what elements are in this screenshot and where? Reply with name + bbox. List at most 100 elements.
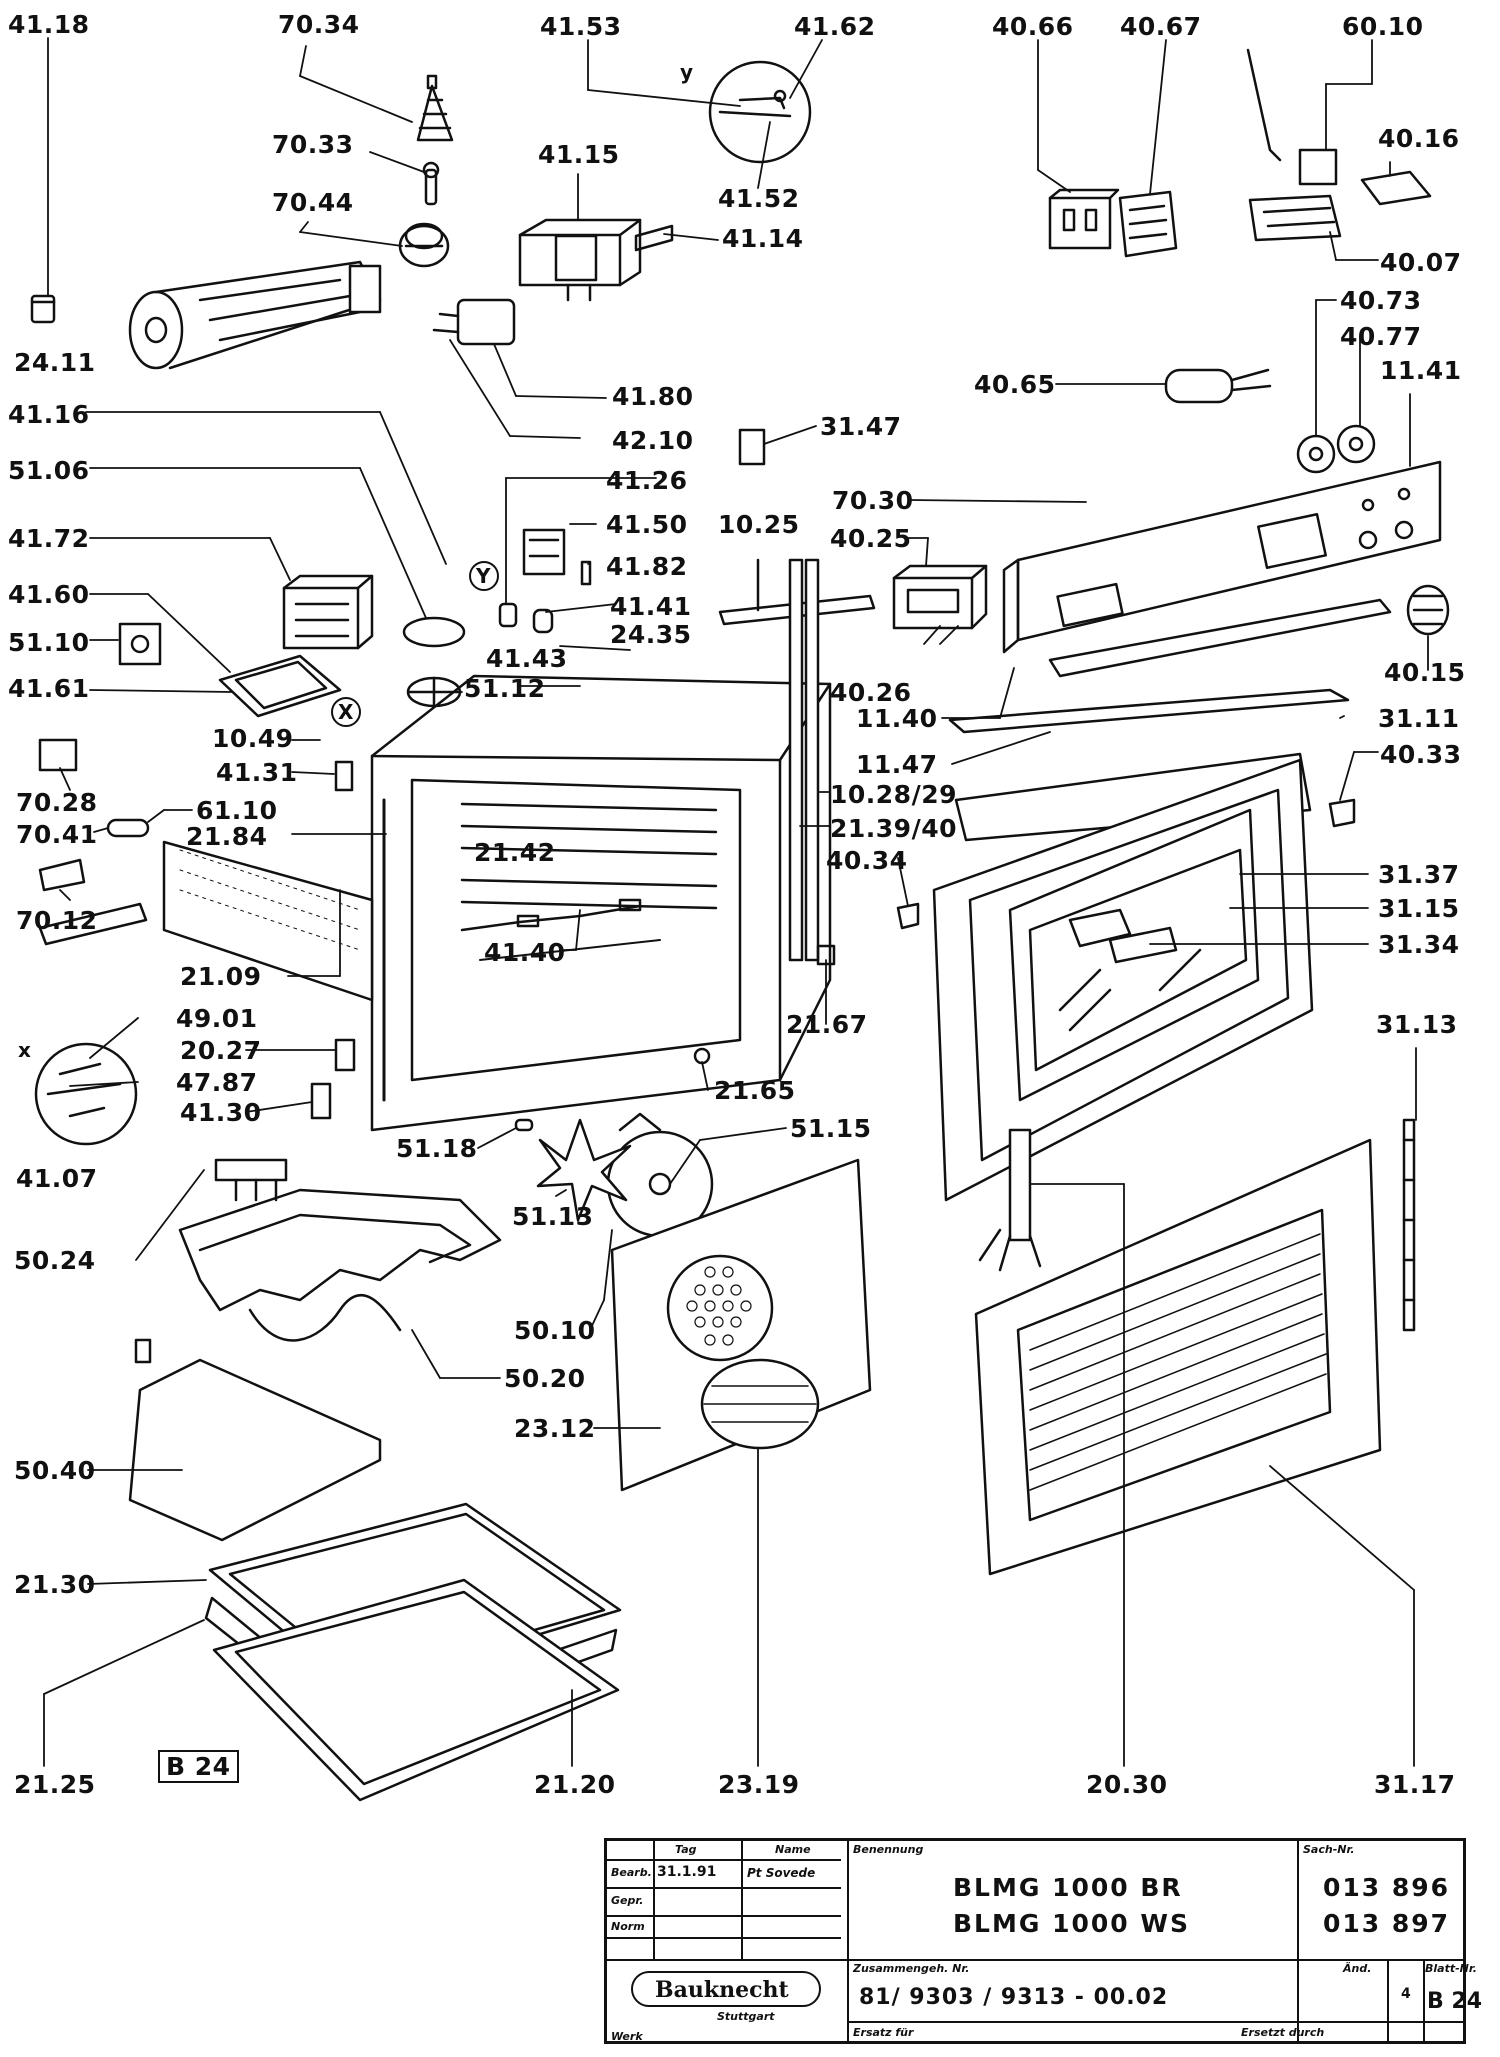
callout-70-33: 70.33 bbox=[272, 130, 354, 159]
oven-door bbox=[932, 758, 1314, 1202]
part-10-28-29 bbox=[788, 558, 820, 962]
marker-x-circle: X bbox=[338, 700, 354, 724]
drawn-name: Pt Sovede bbox=[747, 1866, 816, 1880]
callout-11-41: 11.41 bbox=[1380, 356, 1462, 385]
part-51-13 bbox=[536, 1118, 632, 1222]
part-21-09 bbox=[162, 840, 374, 1002]
callout-41-40: 41.40 bbox=[484, 938, 566, 967]
callout-21-30: 21.30 bbox=[14, 1570, 96, 1599]
part-70-12 bbox=[38, 902, 148, 946]
brand-city: Stuttgart bbox=[717, 2010, 775, 2023]
part-40-65 bbox=[1164, 368, 1272, 404]
ersatz-label: Ersatz für bbox=[853, 2026, 914, 2039]
part-41-50 bbox=[522, 528, 566, 576]
callout-41-53: 41.53 bbox=[540, 12, 622, 41]
model-br: BLMG 1000 BR bbox=[953, 1873, 1183, 1902]
oven-cavity bbox=[370, 674, 832, 1132]
part-51-15 bbox=[606, 1112, 714, 1238]
callout-23-19: 23.19 bbox=[718, 1770, 800, 1799]
callout-49-01: 49.01 bbox=[176, 1004, 258, 1033]
marker-y-circle: Y bbox=[476, 564, 491, 588]
blatt-value: B 24 bbox=[1427, 1989, 1483, 2014]
detail-x-circle bbox=[34, 1042, 138, 1146]
callout-31-34: 31.34 bbox=[1378, 930, 1460, 959]
part-41-30 bbox=[310, 1082, 332, 1120]
part-41-60 bbox=[218, 654, 342, 718]
callout-41-80: 41.80 bbox=[612, 382, 694, 411]
brand-logo: Bauknecht bbox=[631, 1971, 821, 2007]
callout-21-67: 21.67 bbox=[786, 1010, 868, 1039]
callout-70-28: 70.28 bbox=[16, 788, 98, 817]
part-41-80 bbox=[432, 298, 516, 346]
part-40-67 bbox=[1118, 190, 1178, 258]
callout-31-15: 31.15 bbox=[1378, 894, 1460, 923]
callout-40-33: 40.33 bbox=[1380, 740, 1462, 769]
zusammen-label: Zusammengeh. Nr. bbox=[853, 1962, 970, 1975]
callout-51-10: 51.10 bbox=[8, 628, 90, 657]
callout-61-10: 61.10 bbox=[196, 796, 278, 825]
callout-10-25: 10.25 bbox=[718, 510, 800, 539]
control-panel bbox=[1002, 460, 1442, 654]
callout-60-10: 60.10 bbox=[1342, 12, 1424, 41]
part-70-44 bbox=[398, 222, 450, 268]
part-24-11 bbox=[30, 294, 56, 324]
part-41-82 bbox=[580, 560, 592, 586]
callout-21-25: 21.25 bbox=[14, 1770, 96, 1799]
callout-50-40: 50.40 bbox=[14, 1456, 96, 1485]
part-41-72 bbox=[282, 574, 374, 650]
part-20-27 bbox=[334, 1038, 356, 1072]
part-40-33 bbox=[1328, 798, 1356, 828]
callout-10-49: 10.49 bbox=[212, 724, 294, 753]
callout-50-20: 50.20 bbox=[504, 1364, 586, 1393]
callout-51-06: 51.06 bbox=[8, 456, 90, 485]
part-41-14 bbox=[634, 224, 674, 252]
callout-70-41: 70.41 bbox=[16, 820, 98, 849]
callout-23-12: 23.12 bbox=[514, 1414, 596, 1443]
callout-41-07: 41.07 bbox=[16, 1164, 98, 1193]
callout-41-43: 41.43 bbox=[486, 644, 568, 673]
aend-value: 4 bbox=[1401, 1986, 1411, 2002]
callout-24-11: 24.11 bbox=[14, 348, 96, 377]
werk-label: Werk bbox=[611, 2030, 643, 2043]
col-name: Name bbox=[775, 1843, 811, 1856]
brand-name: Bauknecht bbox=[655, 1977, 789, 2003]
part-60-10 bbox=[1246, 48, 1342, 242]
callout-41-52: 41.52 bbox=[718, 184, 800, 213]
detail-y-circle bbox=[708, 60, 812, 164]
callout-41-72: 41.72 bbox=[8, 524, 90, 553]
callout-11-40: 11.40 bbox=[856, 704, 938, 733]
drawn-date: 31.1.91 bbox=[657, 1864, 717, 1880]
part-40-66 bbox=[1048, 188, 1120, 250]
part-40-15 bbox=[1406, 584, 1450, 636]
part-41-31 bbox=[334, 760, 354, 792]
callout-40-66: 40.66 bbox=[992, 12, 1074, 41]
callout-41-82: 41.82 bbox=[606, 552, 688, 581]
part-70-33 bbox=[422, 161, 440, 206]
part-50-24 bbox=[178, 1158, 502, 1312]
part-23-19 bbox=[700, 1358, 820, 1450]
callout-11-47: 11.47 bbox=[856, 750, 938, 779]
callout-41-14: 41.14 bbox=[722, 224, 804, 253]
callout-40-25: 40.25 bbox=[830, 524, 912, 553]
callout-21-42: 21.42 bbox=[474, 838, 556, 867]
part-24-35 bbox=[532, 608, 554, 634]
callout-40-16: 40.16 bbox=[1378, 124, 1460, 153]
callout-40-15: 40.15 bbox=[1384, 658, 1466, 687]
callout-41-61: 41.61 bbox=[8, 674, 90, 703]
callout-41-31: 41.31 bbox=[216, 758, 298, 787]
callout-70-12: 70.12 bbox=[16, 906, 98, 935]
sach-nr-1: 013 896 bbox=[1323, 1873, 1451, 1902]
page-code-b24: B 24 bbox=[158, 1750, 239, 1783]
callout-21-09: 21.09 bbox=[180, 962, 262, 991]
callout-40-07: 40.07 bbox=[1380, 248, 1462, 277]
part-40-77 bbox=[1336, 424, 1376, 464]
callout-31-11: 31.11 bbox=[1378, 704, 1460, 733]
part-21-65 bbox=[693, 1047, 711, 1065]
leader-lines bbox=[43, 37, 1429, 1767]
part-40-34 bbox=[896, 902, 920, 930]
callout-21-39-40: 21.39/40 bbox=[830, 814, 957, 843]
callout-47-87: 47.87 bbox=[176, 1068, 258, 1097]
part-31-17 bbox=[974, 1138, 1382, 1576]
callout-51-13: 51.13 bbox=[512, 1202, 594, 1231]
callout-50-24: 50.24 bbox=[14, 1246, 96, 1275]
